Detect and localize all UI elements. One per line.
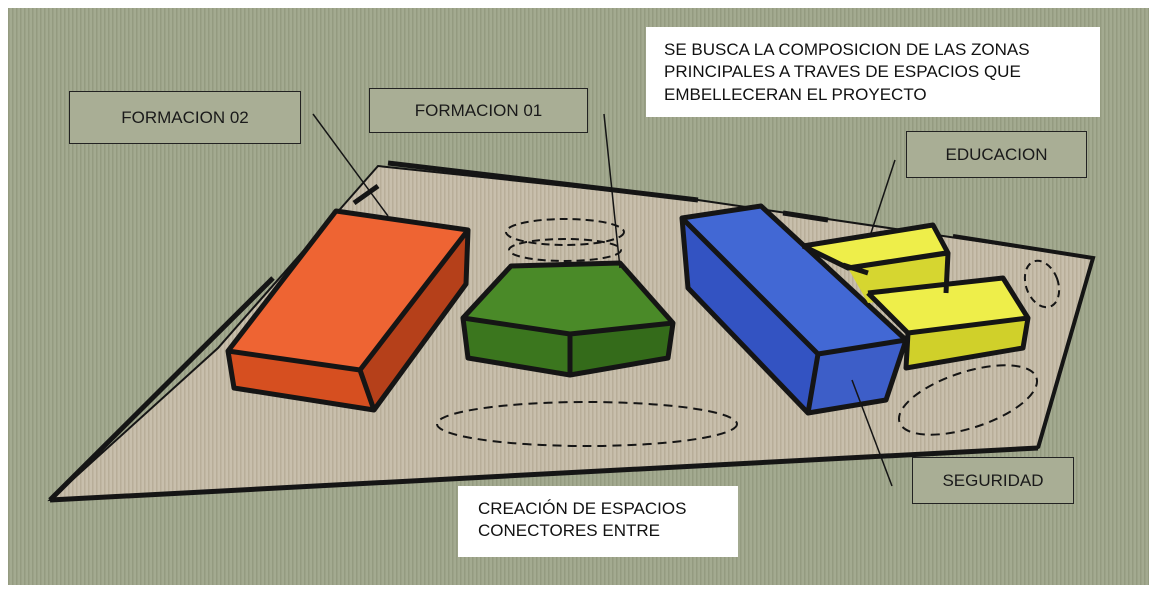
ground-outline-top xyxy=(387,160,699,203)
connector-ellipse-center xyxy=(436,401,738,447)
leader-seguridad xyxy=(851,379,893,487)
note-connectors-line: CREACIÓN DE ESPACIOS xyxy=(478,499,687,518)
note-connectors-line: CONECTORES ENTRE xyxy=(478,521,660,541)
connector-ellipse-right xyxy=(897,364,1039,436)
ground-outline-right xyxy=(952,234,1096,449)
note-composition-line: PRINCIPALES A TRAVES DE ESPACIOS QUE xyxy=(664,62,1021,82)
note-connectors: CREACIÓN DE ESPACIOS CONECTORES ENTRE xyxy=(458,486,738,557)
label-formacion-02: FORMACION 02 xyxy=(69,91,301,144)
educacion-block xyxy=(801,222,1031,371)
label-educacion: EDUCACION xyxy=(906,131,1087,178)
label-formacion-01: FORMACION 01 xyxy=(369,88,588,133)
note-composition-line: SE BUSCA LA COMPOSICION DE LAS ZONAS xyxy=(664,40,1030,59)
note-composition: SE BUSCA LA COMPOSICION DE LAS ZONAS PRI… xyxy=(646,27,1100,117)
label-seguridad: SEGURIDAD xyxy=(912,457,1074,504)
ground-outline-bottom xyxy=(49,445,1039,503)
leader-formacion-01 xyxy=(603,113,621,269)
ground-outline-left xyxy=(48,276,275,502)
connector-ellipse-small xyxy=(1023,259,1061,309)
formacion-02-block xyxy=(225,208,471,413)
leader-educacion xyxy=(869,159,896,237)
leader-formacion-02 xyxy=(312,113,389,217)
formacion-01-block xyxy=(460,218,676,378)
seguridad-block xyxy=(679,203,909,416)
note-composition-line: EMBELLECERAN EL PROYECTO xyxy=(664,84,927,104)
ground-outline-top-left xyxy=(352,183,380,206)
